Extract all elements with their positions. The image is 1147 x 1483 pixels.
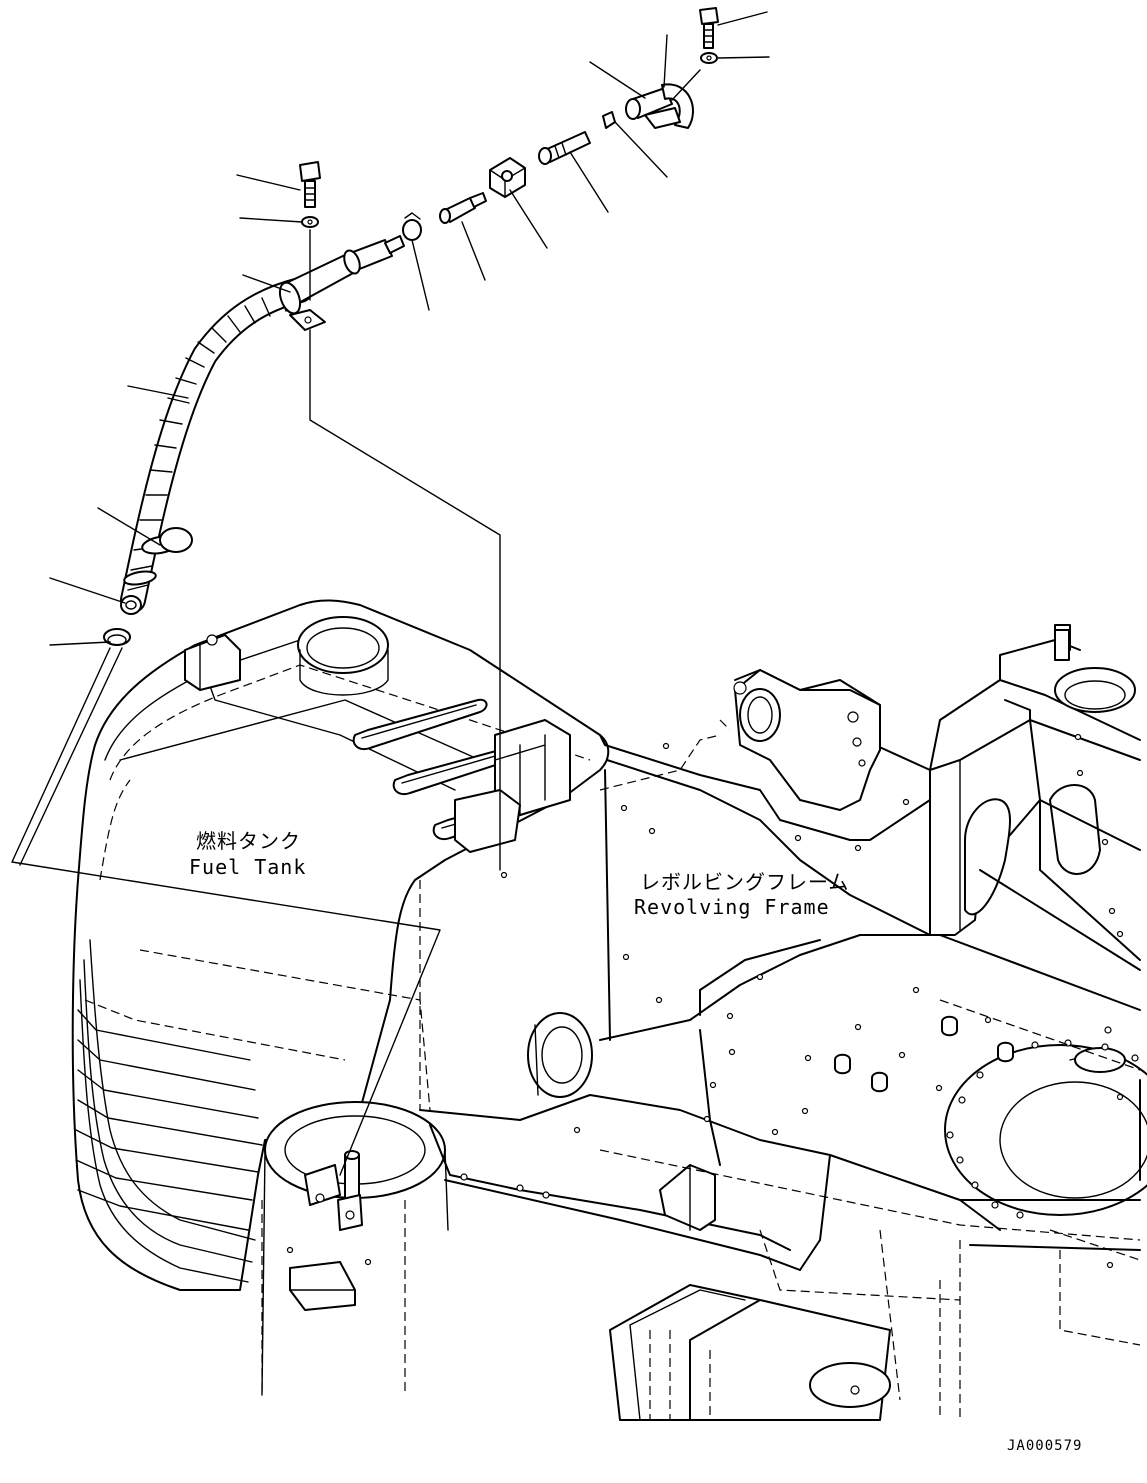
- fuel-tank: [71, 599, 610, 1396]
- revolving-frame-label-en: Revolving Frame: [634, 895, 830, 919]
- filler-hose-assembly: [103, 7, 719, 646]
- frame-small-holes: [460, 733, 1124, 1269]
- leader-lines: [49, 11, 770, 646]
- revolving-frame: [419, 624, 1147, 1421]
- revolving-frame-label-ja: レボルビングフレーム: [640, 870, 850, 894]
- fuel-tank-label-en: Fuel Tank: [189, 855, 307, 879]
- drawing-code: JA000579: [1007, 1438, 1083, 1454]
- fuel-tank-label-ja: 燃料タンク: [196, 829, 301, 853]
- assembly-lines: [11, 69, 701, 1176]
